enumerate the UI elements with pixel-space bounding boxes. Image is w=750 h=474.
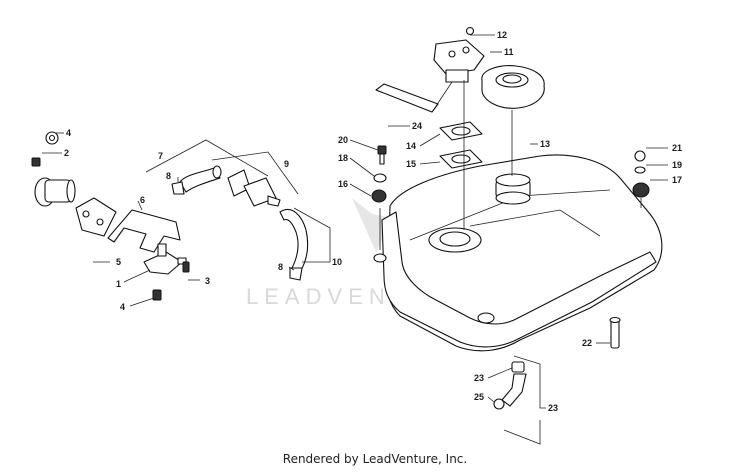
part-25-clamp [493, 398, 505, 410]
part-10-hose [279, 208, 309, 273]
callout-4-bottom: 4 [120, 302, 125, 312]
callout-21: 22 [582, 338, 592, 348]
part-22-hose [501, 373, 527, 407]
part-24-float-arm [375, 81, 453, 113]
part-8-clamp-lower [289, 267, 303, 281]
callout-2: 2 [64, 148, 69, 158]
part-20-nut [634, 150, 646, 162]
callout-22: 23 [548, 403, 558, 413]
callout-11: 11 [504, 47, 514, 57]
watermark-logo-icon [352, 198, 392, 252]
part-19-bolt [377, 145, 387, 165]
part-21-pin [609, 316, 621, 349]
part-9-fuel-filter [227, 169, 281, 207]
callout-16: 16 [338, 179, 348, 189]
callout-8-lower: 8 [278, 262, 283, 272]
callout-8-upper: 8 [166, 171, 171, 181]
callout-18-right: 19 [672, 160, 682, 170]
leader-lines [42, 34, 668, 445]
part-1-valve [143, 243, 187, 275]
callout-9: 9 [284, 159, 289, 169]
callout-labels: 4 2 5 6 1 3 4 7 8 9 10 8 12 11 24 14 15 … [64, 30, 682, 413]
callout-6: 6 [140, 195, 145, 205]
part-16-grommet [371, 189, 387, 203]
fuel-pump-sender [433, 39, 485, 110]
part-4-screw [45, 131, 59, 145]
part-14-gasket [439, 121, 483, 141]
part-6-bracket [107, 209, 181, 253]
part-23-clamp [511, 361, 525, 373]
callout-18-left: 18 [338, 153, 348, 163]
part-18-washer-right [634, 166, 646, 174]
callout-24: 24 [412, 121, 422, 131]
callout-7: 7 [158, 151, 163, 161]
part-2-bolt [31, 157, 41, 167]
part-5-plate [75, 197, 117, 237]
callout-13: 13 [540, 139, 550, 149]
part-15-gasket [439, 149, 483, 169]
callout-5: 5 [116, 257, 121, 267]
callout-17: 17 [672, 175, 682, 185]
callout-14: 14 [406, 141, 416, 151]
callout-25: 25 [474, 392, 484, 402]
callout-19: 20 [338, 135, 348, 145]
callout-12: 12 [497, 30, 507, 40]
part-7-hose [179, 165, 222, 193]
part-12-screw [465, 26, 475, 36]
footer-credit: Rendered by LeadVenture, Inc. [282, 452, 468, 466]
callout-3: 3 [205, 276, 210, 286]
callout-20: 21 [672, 143, 682, 153]
fuel-fitting [34, 177, 76, 207]
callout-10: 10 [332, 257, 342, 267]
part-18-washer [373, 173, 387, 183]
callout-15: 15 [406, 159, 416, 169]
part-11-fuel-cap [481, 65, 545, 109]
part-17-grommet [632, 182, 650, 198]
part-4-lower-screw [152, 289, 162, 301]
part-8-clamp-upper [171, 181, 185, 195]
callout-1: 1 [116, 279, 121, 289]
part-3-screw [182, 261, 190, 273]
callout-4-top: 4 [66, 128, 71, 138]
callout-23: 23 [474, 373, 484, 383]
